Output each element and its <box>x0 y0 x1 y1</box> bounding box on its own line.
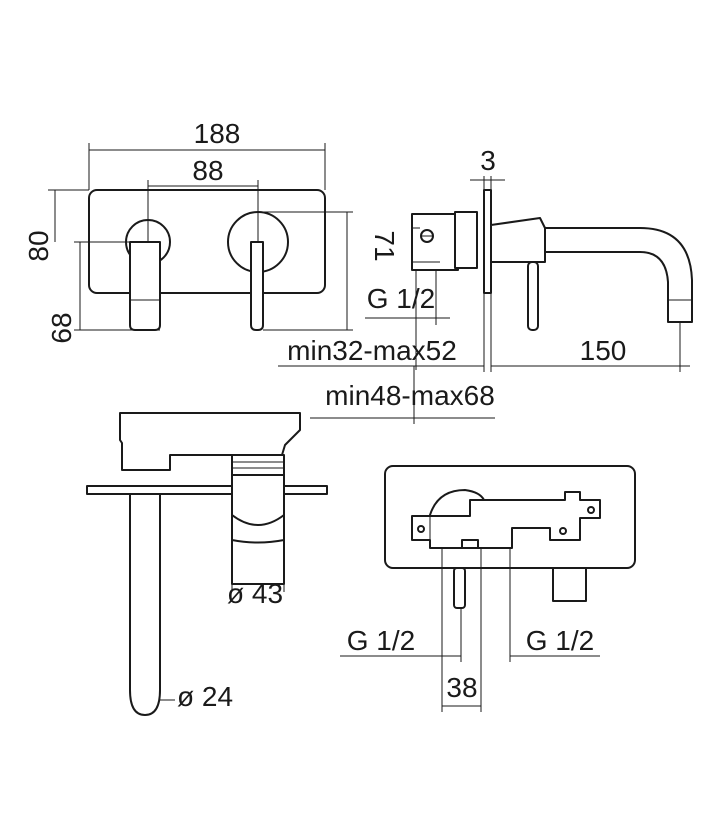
lever-side <box>527 261 539 331</box>
cartridge-body <box>231 474 285 585</box>
spout-base-side <box>490 217 546 263</box>
dim-68: 68 <box>46 312 77 343</box>
dim-g12-left: G 1/2 <box>347 625 415 656</box>
dim-38: 38 <box>446 672 477 703</box>
rose-arc-rear <box>429 489 485 516</box>
outlet-rear <box>552 567 587 602</box>
dim-g12-side: G 1/2 <box>367 283 435 314</box>
side-view: 3 G 1/2 min32-max52 150 min48-max68 <box>278 145 693 424</box>
dim-71: 71 <box>369 230 400 261</box>
lever-rear <box>453 567 466 609</box>
dim-3: 3 <box>480 145 496 176</box>
dim-80: 80 <box>23 230 54 261</box>
dim-150: 150 <box>580 335 627 366</box>
wall-plate-bottom <box>86 485 328 495</box>
valve-cap <box>231 454 285 476</box>
dim-min32-max52: min32-max52 <box>287 335 457 366</box>
bottom-view: ø 43 ø 24 <box>86 412 328 716</box>
valve-body-side <box>411 213 459 271</box>
dim-g12-right: G 1/2 <box>526 625 594 656</box>
spout-tube-bottom <box>129 493 161 716</box>
front-view: 188 88 80 68 71 <box>23 118 400 344</box>
valve-housing-bottom <box>119 412 301 471</box>
dim-min48-max68: min48-max68 <box>325 380 495 411</box>
rear-view: G 1/2 G 1/2 38 <box>340 465 636 712</box>
dim-d24: ø 24 <box>177 681 233 712</box>
spout-arc-side <box>544 227 693 323</box>
valve-body-rear <box>411 491 601 549</box>
dim-188: 188 <box>194 118 241 149</box>
lever-front <box>250 241 264 331</box>
dim-d43: ø 43 <box>227 578 283 609</box>
dim-88: 88 <box>192 155 223 186</box>
wall-plate-side <box>483 189 492 294</box>
valve-collar <box>454 211 478 269</box>
spout-front <box>129 241 161 331</box>
